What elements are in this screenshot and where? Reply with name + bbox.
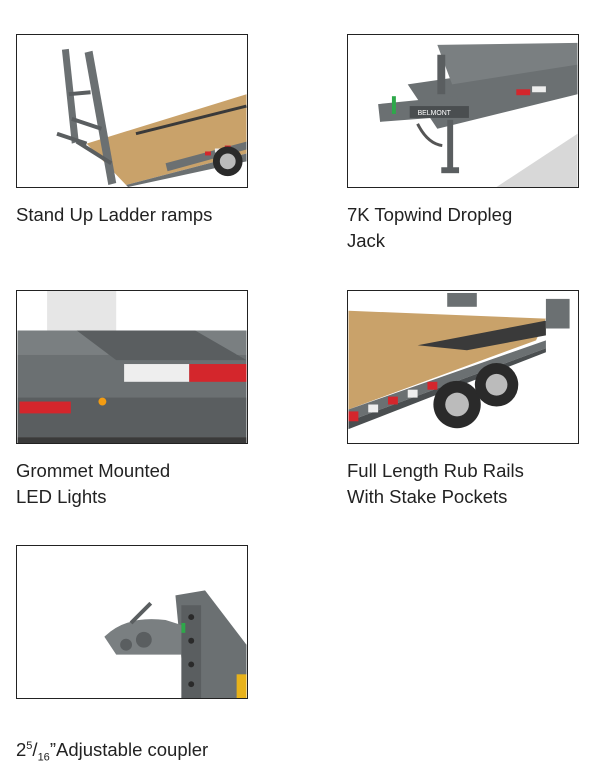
caption-fraction-numerator: 5 (26, 739, 33, 752)
caption-fraction-slash: / (32, 739, 38, 760)
caption-text: ”Adjustable coupler (49, 739, 209, 760)
stand-up-ladder-ramps-photo (16, 34, 248, 188)
feature-caption: 7K Topwind Dropleg Jack (347, 204, 513, 251)
coupler-illustration (17, 546, 247, 698)
caption-fraction-denominator: 16 (37, 751, 50, 764)
rub-rails-illustration (348, 291, 578, 443)
brand-decal-text: BELMONT (418, 110, 452, 117)
feature-caption: 25/16”Adjustable coupler (16, 711, 316, 763)
feature-caption: Full Length Rub Rails With Stake Pockets (347, 460, 524, 507)
adjustable-coupler-photo (16, 545, 248, 699)
grommet-led-lights-photo (16, 290, 248, 444)
topwind-dropleg-jack-photo: BELMONT (347, 34, 579, 188)
feature-caption: Stand Up Ladder ramps (16, 204, 213, 225)
led-lights-illustration (17, 291, 247, 443)
dropleg-jack-illustration: BELMONT (348, 35, 578, 187)
rub-rails-stake-pockets-photo (347, 290, 579, 444)
ladder-ramps-illustration (17, 35, 247, 187)
caption-whole-number: 2 (16, 739, 27, 760)
feature-caption: Grommet Mounted LED Lights (16, 460, 171, 507)
